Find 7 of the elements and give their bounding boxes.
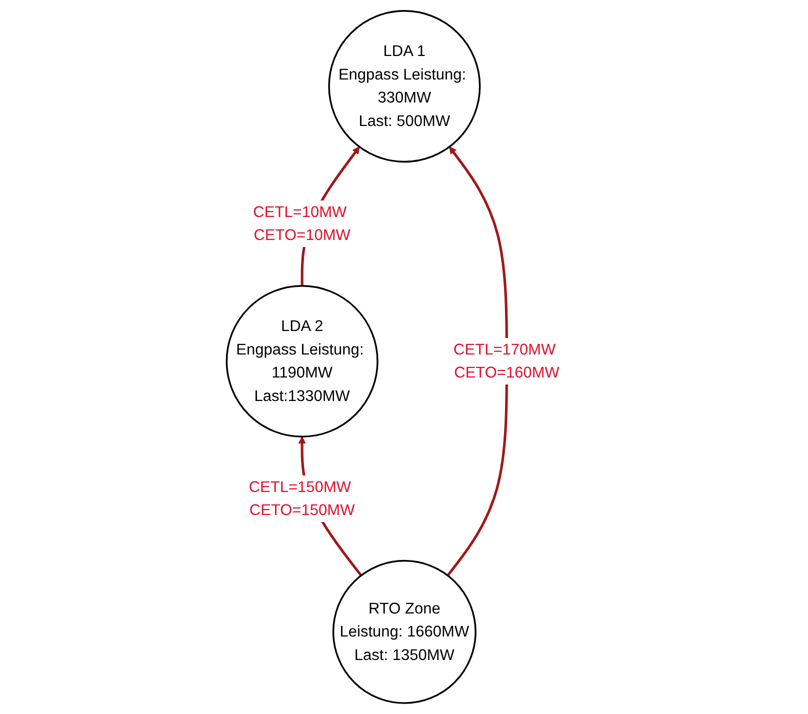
node-circle: LDA 2 Engpass Leistung: 1190MW Last:1330MW (225, 285, 378, 438)
arrow (446, 146, 508, 576)
edge-label: CETL=150MW CETO=150MW (248, 478, 354, 519)
node-circle: LDA 1 Engpass Leistung: 330MW Last: 500MW (328, 10, 480, 163)
node-circle: RTO Zone Leistung: 1660MW Last: 1350MW (332, 560, 476, 704)
edge-label: CETL=170MW CETO=160MW (453, 340, 560, 382)
edge-label: CETL=10MW CETO=10MW (252, 203, 350, 244)
